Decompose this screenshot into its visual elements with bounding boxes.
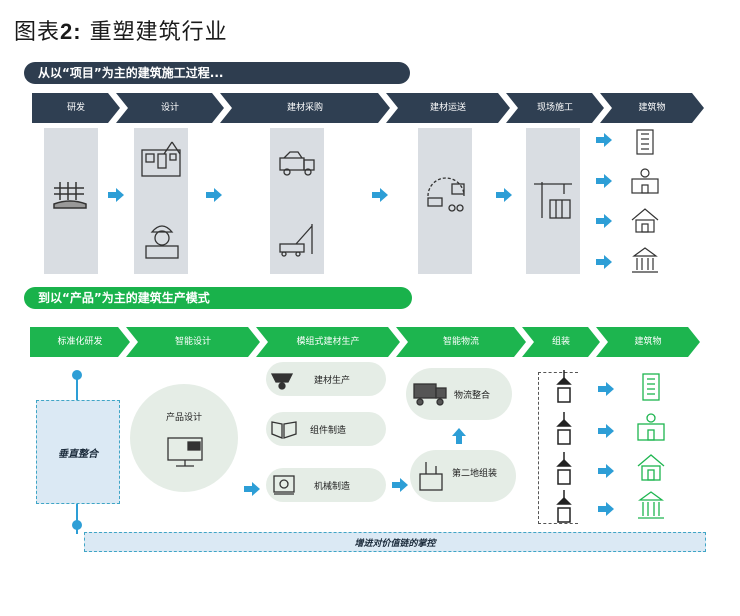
arrow-right-icon xyxy=(598,382,614,396)
arrow-right-icon xyxy=(108,188,124,202)
step-modular-production: 模组式建材生产 xyxy=(256,327,400,357)
truck-icon xyxy=(413,383,447,406)
government-building-icon xyxy=(632,247,658,273)
wheelbarrow-icon xyxy=(270,373,294,390)
step-building: 建筑物 xyxy=(600,93,704,123)
arrow-right-icon xyxy=(596,255,612,269)
vertical-integration-box: 垂直整合 xyxy=(36,400,120,504)
arrow-right-icon xyxy=(206,188,222,202)
material-production-label: 建材生产 xyxy=(314,376,351,386)
office-building-icon xyxy=(636,129,654,155)
assembly-label: 第二地组装 xyxy=(452,469,498,479)
arrow-right-icon xyxy=(496,188,512,202)
column-construction xyxy=(526,128,580,274)
arrow-right-icon xyxy=(372,188,388,202)
arrow-right-icon xyxy=(244,482,260,496)
arrow-right-icon xyxy=(392,478,408,492)
school-building-icon xyxy=(631,168,659,194)
step-procurement: 建材采购 xyxy=(220,93,390,123)
step-delivery: 建材运送 xyxy=(386,93,510,123)
mechanical-label: 机械制造 xyxy=(314,482,351,492)
assembly-icon xyxy=(419,462,443,491)
column-delivery xyxy=(418,128,472,274)
crane-hook-icon xyxy=(556,452,572,485)
house-icon xyxy=(631,208,659,233)
step-research: 研发 xyxy=(32,93,120,123)
assembly-bubble xyxy=(410,450,516,502)
arrow-right-icon xyxy=(598,424,614,438)
arrow-right-icon xyxy=(598,464,614,478)
crane-icon xyxy=(534,182,572,219)
logistics-label: 物流整合 xyxy=(454,391,491,401)
section1-label: 从以“项目”为主的建筑施工过程... xyxy=(24,62,410,84)
computer-icon xyxy=(167,437,203,467)
crane-hook-icon xyxy=(556,412,572,445)
foundation-icon xyxy=(53,182,87,209)
machine-icon xyxy=(273,475,295,495)
engineer-icon xyxy=(145,225,179,259)
mechanical-bubble xyxy=(266,468,386,502)
arrow-up-icon xyxy=(452,428,466,444)
product-design-label: 产品设计 xyxy=(166,413,203,423)
component-bubble xyxy=(266,412,386,446)
drilling-rig-icon xyxy=(279,224,313,257)
logistics-icon xyxy=(427,177,465,212)
office-building-icon xyxy=(642,373,660,401)
line-dot-top xyxy=(72,370,82,380)
step-design: 设计 xyxy=(116,93,224,123)
section2-label: 到以“产品”为主的建筑生产模式 xyxy=(24,287,412,309)
component-label: 组件制造 xyxy=(310,426,347,436)
arrow-right-icon xyxy=(596,174,612,188)
crane-hook-icon xyxy=(556,370,572,403)
page-title: 图表2: 重塑建筑行业 xyxy=(14,19,228,45)
arrow-right-icon xyxy=(598,502,614,516)
value-chain-bar: 增进对价值链的掌控 xyxy=(84,532,706,552)
step-smart-logistics: 智能物流 xyxy=(396,327,526,357)
step-construction: 现场施工 xyxy=(506,93,604,123)
house-icon xyxy=(637,454,665,481)
school-building-icon xyxy=(637,413,665,441)
arrow-right-icon xyxy=(596,133,612,147)
dump-truck-icon xyxy=(279,151,315,176)
line-dot-bottom xyxy=(72,520,82,530)
crane-hook-icon xyxy=(556,490,572,523)
step-assembly: 组装 xyxy=(522,327,600,357)
arrow-right-icon xyxy=(596,214,612,228)
blueprint-icon xyxy=(141,141,181,177)
assembly-bracket xyxy=(538,372,578,524)
step-standard-research: 标准化研发 xyxy=(30,327,130,357)
value-chain-label: 增进对价值链的掌控 xyxy=(354,538,436,549)
vertical-integration-label: 垂直整合 xyxy=(58,448,98,460)
component-icon xyxy=(271,421,297,439)
step-smart-design: 智能设计 xyxy=(126,327,260,357)
step-building-2: 建筑物 xyxy=(596,327,700,357)
government-building-icon xyxy=(638,491,664,519)
